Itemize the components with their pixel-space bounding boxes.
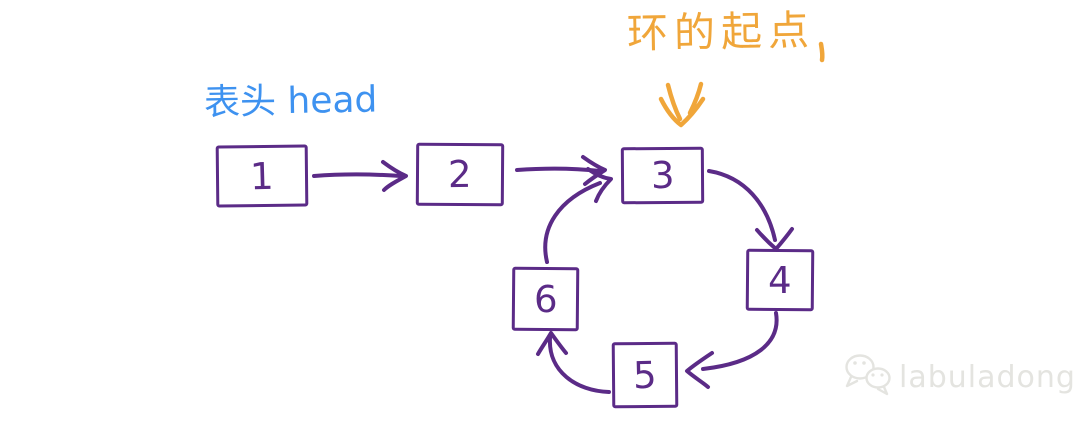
arrow-node4-to-node5-icon bbox=[685, 311, 779, 389]
head-label: 表头 head bbox=[203, 79, 378, 124]
arrow-node3-to-node4-icon bbox=[707, 169, 794, 251]
node-box-6: 6 bbox=[511, 266, 580, 332]
node-value-6: 6 bbox=[533, 277, 558, 321]
wechat-icon bbox=[845, 354, 891, 396]
arrow-node1-to-node2-icon bbox=[312, 160, 408, 192]
node-box-2: 2 bbox=[415, 142, 505, 207]
node-box-3: 3 bbox=[620, 146, 705, 205]
wechat-big-bubble-tail bbox=[845, 375, 859, 388]
node-value-4: 4 bbox=[768, 258, 792, 302]
cycle-pointer-group bbox=[658, 41, 825, 128]
wechat-small-bubble-tail bbox=[876, 385, 889, 396]
label-tick-mark bbox=[818, 41, 825, 63]
wechat-big-bubble-eye bbox=[862, 361, 866, 365]
node-box-1: 1 bbox=[215, 144, 309, 208]
double-down-arrow-icon bbox=[658, 81, 706, 128]
list-arrows bbox=[312, 155, 794, 394]
node-box-5: 5 bbox=[611, 341, 679, 409]
arrow-node5-to-node6-icon bbox=[536, 331, 611, 394]
wechat-small-bubble bbox=[865, 367, 891, 389]
node-value-2: 2 bbox=[447, 152, 472, 197]
wechat-big-bubble bbox=[845, 354, 875, 380]
cycle-start-label: 环的起点 bbox=[626, 6, 816, 58]
node-value-3: 3 bbox=[650, 153, 675, 198]
watermark-text: labuladong bbox=[899, 360, 1076, 395]
arrow-node6-to-node3-icon bbox=[543, 167, 613, 264]
wechat-small-bubble-eye bbox=[880, 373, 884, 377]
node-value-1: 1 bbox=[249, 154, 275, 198]
node-box-4: 4 bbox=[745, 248, 815, 312]
wechat-small-bubble-eye bbox=[871, 373, 875, 377]
wechat-big-bubble-eye bbox=[853, 361, 857, 365]
node-value-5: 5 bbox=[632, 353, 658, 397]
